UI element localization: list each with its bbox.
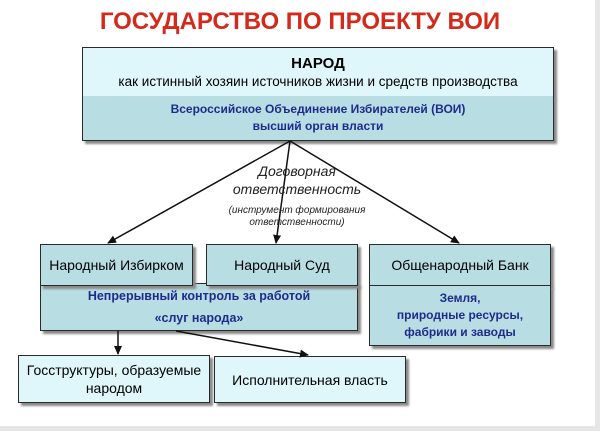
narod-heading: НАРОД <box>291 54 345 72</box>
voi-line-2: высший орган власти <box>252 119 384 133</box>
ispoln-label: Исполнительная власть <box>232 371 388 388</box>
bank-label: Общенародный Банк <box>391 257 529 273</box>
narod-subtitle: как истинный хозяин источников жизни и с… <box>118 73 518 89</box>
gosstruktury-box: Госструктуры, образуемые народом <box>18 355 210 403</box>
voi-box: Всероссийское Объединение Избирателей (В… <box>82 96 554 141</box>
contract-label-line-1: Договорная <box>258 163 336 179</box>
izbirkom-label: Народный Избирком <box>49 257 184 273</box>
sud-box: Народный Суд <box>206 244 358 286</box>
arrow-to-sud <box>273 140 291 244</box>
narod-box: НАРОД как истинный хозяин источников жиз… <box>82 47 554 97</box>
izbirkom-box: Народный Избирком <box>40 244 193 286</box>
control-line-2: «слуг народа» <box>154 311 244 325</box>
resources-line-1: Земля, <box>439 291 481 305</box>
slide-edge-bottom <box>0 426 600 431</box>
gosstruktury-line-1: Госструктуры, образуемые <box>26 362 202 378</box>
contract-note-line-2: ответственности) <box>249 217 345 228</box>
arrow-to-izbirkom <box>107 140 291 244</box>
contract-note-line-1: (инструмент формирования <box>228 205 366 216</box>
control-line-1: Непрерывный контроль за работой <box>87 289 311 303</box>
control-box: Непрерывный контроль за работой «слуг на… <box>40 283 358 331</box>
contract-label-line-2: ответственность <box>232 181 362 197</box>
arrow-to-bank <box>289 140 460 244</box>
gosstruktury-line-2: народом <box>85 380 143 396</box>
resources-line-3: фабрики и заводы <box>404 325 516 339</box>
sud-label: Народный Суд <box>234 257 330 273</box>
page-title: ГОСУДАРСТВО ПО ПРОЕКТУ ВОИ <box>99 8 501 35</box>
slide-edge-right <box>595 0 600 431</box>
resources-line-2: природные ресурсы, <box>396 308 524 322</box>
arrow-to-ispoln <box>175 330 309 358</box>
voi-line-1: Всероссийское Объединение Избирателей (В… <box>170 102 466 116</box>
bank-box: Общенародный Банк <box>369 244 551 286</box>
resources-box: Земля, природные ресурсы, фабрики и заво… <box>369 285 551 346</box>
ispoln-box: Исполнительная власть <box>214 356 406 403</box>
